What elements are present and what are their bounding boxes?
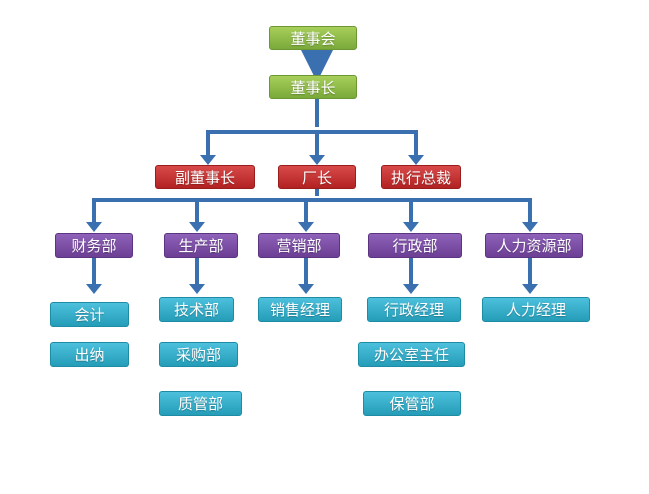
node-chairman: 董事长 bbox=[269, 75, 357, 99]
node-unit-purchasing: 采购部 bbox=[159, 342, 238, 367]
node-unit-technology: 技术部 bbox=[159, 297, 234, 322]
node-executive-president: 执行总裁 bbox=[381, 165, 461, 189]
node-dept-production: 生产部 bbox=[164, 233, 238, 258]
connector-exec-bus bbox=[206, 130, 418, 155]
node-unit-quality: 质管部 bbox=[159, 391, 242, 416]
connector-dept-bus bbox=[92, 198, 532, 222]
node-unit-accounting: 会计 bbox=[50, 302, 129, 327]
node-dept-finance: 财务部 bbox=[55, 233, 133, 258]
node-dept-administration: 行政部 bbox=[368, 233, 462, 258]
node-board: 董事会 bbox=[269, 26, 357, 50]
node-dept-hr: 人力资源部 bbox=[485, 233, 583, 258]
node-unit-hr-manager: 人力经理 bbox=[482, 297, 590, 322]
node-unit-admin-manager: 行政经理 bbox=[367, 297, 461, 322]
node-factory-director: 厂长 bbox=[278, 165, 356, 189]
node-unit-sales-manager: 销售经理 bbox=[258, 297, 342, 322]
node-dept-marketing: 营销部 bbox=[258, 233, 340, 258]
node-unit-storage: 保管部 bbox=[363, 391, 461, 416]
node-unit-cashier: 出纳 bbox=[50, 342, 129, 367]
node-vice-chairman: 副董事长 bbox=[155, 165, 255, 189]
connector-dept-units bbox=[92, 258, 532, 286]
node-unit-office-director: 办公室主任 bbox=[358, 342, 465, 367]
